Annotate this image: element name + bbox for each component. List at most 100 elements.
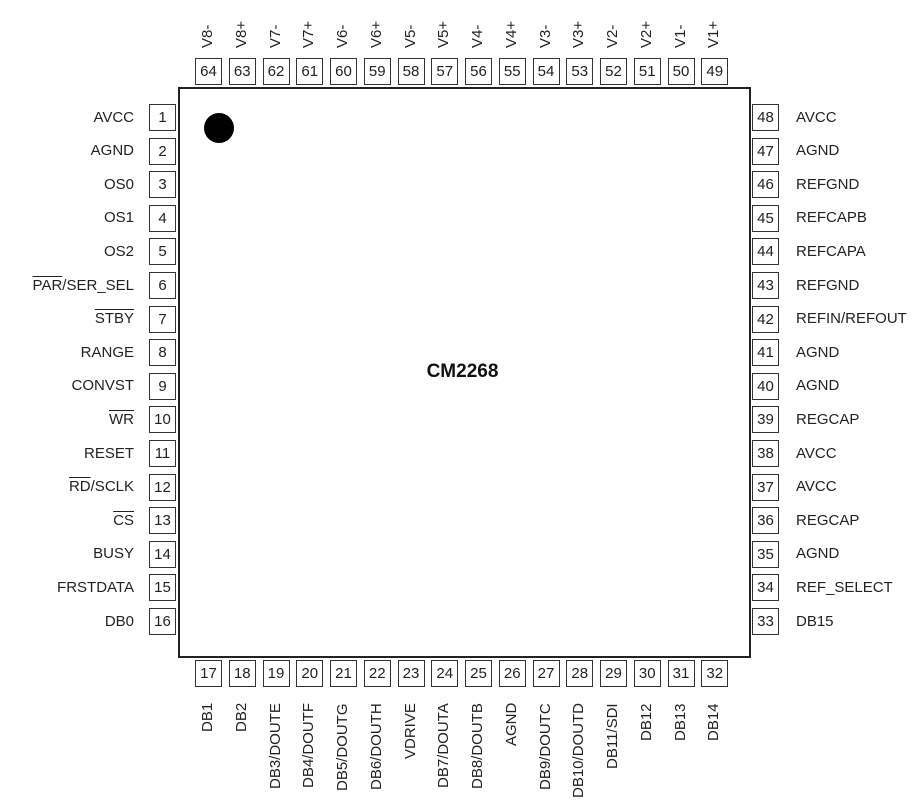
pin-number-box: 39 <box>752 406 779 434</box>
pin-label-top: V6- <box>334 24 351 48</box>
pin-number-box: 16 <box>149 608 176 635</box>
pin-number-box: 38 <box>752 440 779 467</box>
pin-label-top: V8- <box>199 24 216 48</box>
pin-number-box: 8 <box>149 339 176 367</box>
pin-number-box: 3 <box>149 171 176 199</box>
pin-label-bottom: DB4/DOUTF <box>300 702 318 788</box>
pin-number-box: 33 <box>752 608 779 635</box>
pin-label-right: REF_SELECT <box>796 578 893 596</box>
pin-number-box: 28 <box>566 660 594 687</box>
pin-label-top: V7+ <box>300 20 318 48</box>
pin-label-right: REFGND <box>796 175 860 193</box>
pin-label-left: PAR/SER_SEL <box>0 277 134 295</box>
pin-label-bottom: DB9/DOUTC <box>536 703 554 790</box>
pin-number-box: 50 <box>667 58 695 85</box>
pin-number-box: 57 <box>431 58 459 85</box>
pin-number-box: 58 <box>397 58 425 85</box>
pin-number-box: 30 <box>633 660 661 687</box>
pin-label-right: AVCC <box>796 444 837 462</box>
pin-label-left: CONVST <box>71 377 134 395</box>
pin-label-left: BUSY <box>93 545 134 563</box>
pin-label-top: V1+ <box>705 20 723 48</box>
active-low-bar: RD <box>68 478 91 496</box>
pin-label-bottom: VDRIVE <box>401 703 419 759</box>
active-low-bar: PAR <box>32 276 63 294</box>
pin-number-box: 60 <box>330 58 357 85</box>
pin-number-box: 45 <box>752 204 779 232</box>
pin-number-box: 42 <box>752 305 779 333</box>
pin-label-left: CS <box>0 512 134 530</box>
pin-number-box: 55 <box>498 58 526 85</box>
pin-label-left: AVCC <box>93 108 134 126</box>
pin-number-box: 51 <box>633 58 661 85</box>
pin-number-box: 25 <box>465 660 492 687</box>
pin-label-left: FRSTDATA <box>57 578 134 596</box>
pin-label-right: REGCAP <box>796 511 860 529</box>
pin-number-box: 61 <box>296 58 324 85</box>
pin-label-bottom: DB14 <box>705 703 723 741</box>
pin-number-box: 1 <box>149 104 176 131</box>
pin-number-box: 18 <box>228 660 256 687</box>
pin-number-box: 6 <box>149 272 176 299</box>
pin-label-right: AGND <box>796 545 840 563</box>
pin-number-box: 14 <box>149 540 176 568</box>
pin-label-top: V3- <box>536 24 554 48</box>
pin-number-box: 46 <box>752 171 779 199</box>
pin-label-bottom: AGND <box>502 702 520 746</box>
pin-number-box: 54 <box>532 58 560 85</box>
pin-label-top: V5- <box>401 24 419 48</box>
pin-label-right: REFIN/REFOUT <box>796 310 907 328</box>
pin-label-bottom: DB8/DOUTB <box>469 703 486 789</box>
pin-number-box: 24 <box>431 660 459 687</box>
pin-number-box: 43 <box>752 272 779 299</box>
pin-label-bottom: DB11/SDI <box>604 703 621 769</box>
pin-number-box: 64 <box>195 58 222 85</box>
pin-number-box: 15 <box>149 574 176 602</box>
pin-number-box: 9 <box>149 372 176 400</box>
pin-label-left: OS0 <box>103 175 134 193</box>
pin-label-left: STBY <box>0 310 134 328</box>
pin-label-bottom: DB13 <box>671 703 689 741</box>
pin-number-box: 27 <box>532 660 560 687</box>
pin-number-box: 7 <box>149 305 176 333</box>
pin-label-left: RD/SCLK <box>0 478 134 496</box>
pin-label-left: DB0 <box>104 612 134 630</box>
pin-label-right: AGND <box>796 377 840 395</box>
pin-label-bottom: DB6/DOUTH <box>367 703 385 790</box>
pin-label-left: RESET <box>83 444 134 462</box>
pin-label-top: V1- <box>671 24 689 48</box>
pin-label-bottom: DB3/DOUTE <box>266 703 284 789</box>
pin-label-top: V6+ <box>367 20 385 48</box>
pin-number-box: 53 <box>566 58 594 85</box>
pin-number-box: 48 <box>752 104 779 131</box>
pin-label-right: AGND <box>796 343 840 361</box>
pin-number-box: 37 <box>752 473 779 501</box>
pin-label-top: V8+ <box>232 20 250 48</box>
pin-number-box: 35 <box>752 540 779 568</box>
pin-label-bottom: DB5/DOUTG <box>334 703 351 791</box>
pin-label-left: OS1 <box>103 209 134 227</box>
pin-label-top: V4- <box>469 24 486 48</box>
pin-number-box: 56 <box>465 58 492 85</box>
pin-label-top: V3+ <box>570 20 588 48</box>
pin-number-box: 12 <box>149 473 176 501</box>
pin-label-bottom: DB1 <box>199 702 216 732</box>
active-low-bar: WR <box>109 410 134 428</box>
pin-label-right: AVCC <box>796 478 837 496</box>
pin-number-box: 13 <box>149 507 176 535</box>
pin-label-right: REFCAPA <box>796 242 866 260</box>
pin-number-box: 36 <box>752 507 779 535</box>
pin-label-top: V2+ <box>637 20 655 48</box>
pin-number-box: 26 <box>498 660 526 687</box>
pin-label-right: REFCAPB <box>796 209 867 227</box>
pin-label-bottom: DB2 <box>232 702 250 732</box>
pin-label-right: REGCAP <box>796 410 860 428</box>
pin-label-top: V7- <box>266 24 284 48</box>
pin-label-left: AGND <box>90 142 134 160</box>
pin-number-box: 44 <box>752 238 779 266</box>
pin-label-top: V5+ <box>435 20 453 48</box>
pin-label-left: OS2 <box>103 242 134 260</box>
pin-number-box: 29 <box>600 660 627 687</box>
pin-label-right: AVCC <box>796 108 837 126</box>
